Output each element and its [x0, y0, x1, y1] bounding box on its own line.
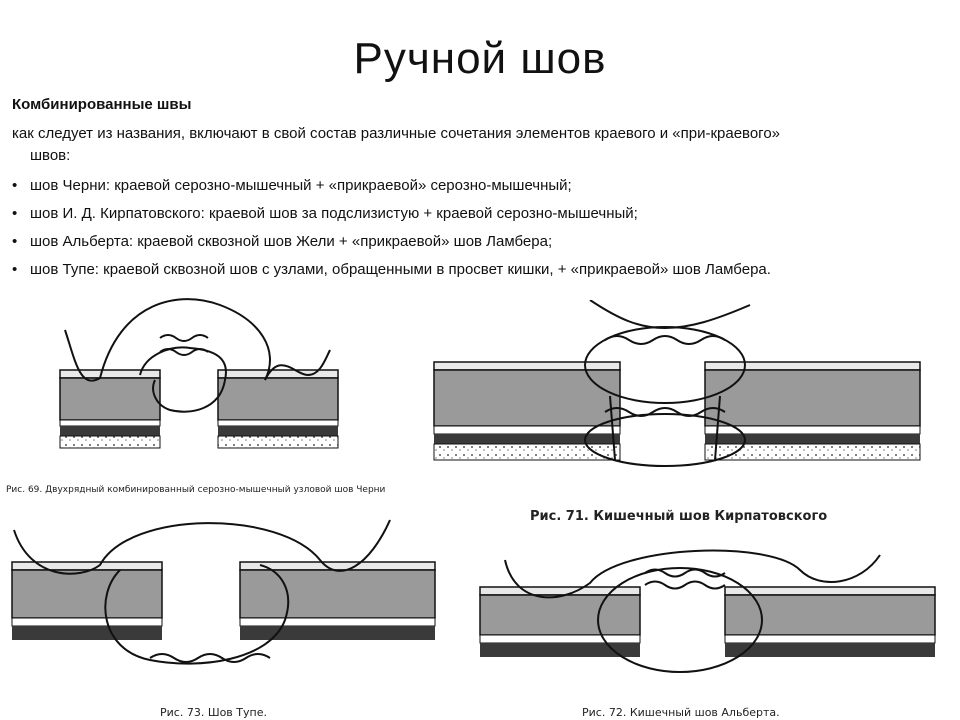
page-title: Ручной шов	[0, 34, 960, 84]
intro-line-2: швов:	[12, 145, 952, 167]
left-tissue-block	[480, 587, 640, 657]
list-item-text: шов И. Д. Кирпатовского: краевой шов за …	[30, 205, 638, 222]
figure-72-caption: Рис. 72. Кишечный шов Альберта.	[582, 706, 780, 719]
right-tissue-block	[218, 370, 338, 448]
figure-72-albert-suture	[470, 535, 950, 700]
right-tissue-block	[705, 362, 920, 460]
right-tissue-block	[725, 587, 935, 657]
figure-71-kirpatovsky-suture	[430, 300, 935, 475]
figure-73-caption: Рис. 73. Шов Тупе.	[160, 706, 267, 719]
list-item: • шов Черни: краевой серозно-мышечный + «…	[12, 175, 952, 203]
figure-73-tupe-suture	[0, 510, 450, 690]
figure-69-cherni-suture	[40, 290, 370, 465]
intro-line-1: как следует из названия, включают в свой…	[12, 125, 780, 142]
intro-text: как следует из названия, включают в свой…	[12, 123, 952, 167]
figure-71-caption: Рис. 71. Кишечный шов Кирпатовского	[530, 509, 827, 524]
list-item: • шов И. Д. Кирпатовского: краевой шов за…	[12, 203, 952, 231]
right-tissue-block	[240, 562, 435, 640]
list-item-text: шов Тупе: краевой сквозной шов с узлами,…	[30, 261, 771, 278]
bullet-icon: •	[12, 203, 17, 225]
list-item: • шов Альберта: краевой сквозной шов Жели…	[12, 231, 952, 259]
bullet-icon: •	[12, 175, 17, 197]
left-tissue-block	[12, 562, 162, 640]
list-item-text: шов Черни: краевой серозно-мышечный + «п…	[30, 177, 572, 194]
suture-list: • шов Черни: краевой серозно-мышечный + «…	[12, 175, 952, 287]
left-tissue-block	[434, 362, 620, 460]
bullet-icon: •	[12, 231, 17, 253]
figure-69-caption: Рис. 69. Двухрядный комбинированный серо…	[6, 485, 385, 495]
section-heading: Комбинированные швы	[12, 96, 191, 113]
bullet-icon: •	[12, 259, 17, 281]
list-item: • шов Тупе: краевой сквозной шов с узлами…	[12, 259, 952, 287]
list-item-text: шов Альберта: краевой сквозной шов Жели …	[30, 233, 552, 250]
left-tissue-block	[60, 370, 160, 448]
